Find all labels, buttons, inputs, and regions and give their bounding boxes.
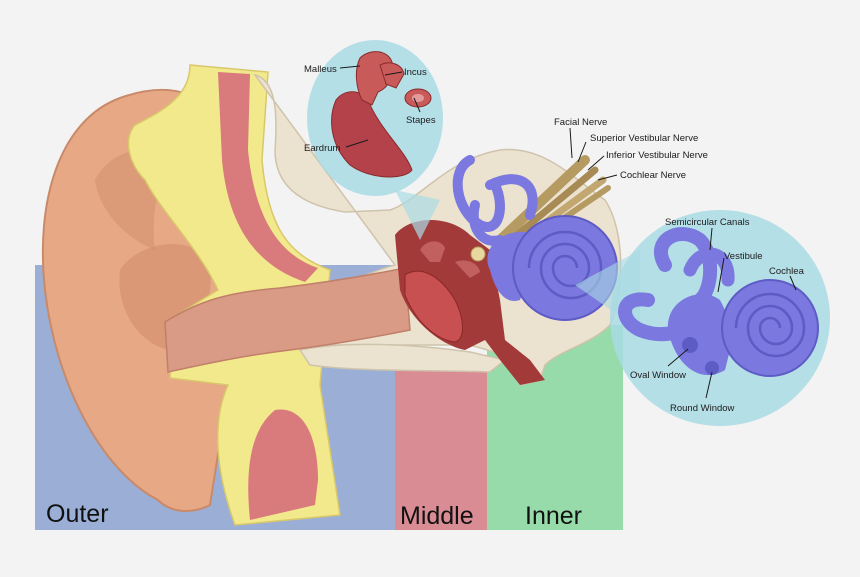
label-oval-window: Oval Window: [630, 370, 686, 381]
region-label-inner: Inner: [525, 502, 582, 530]
eardrum-shape: [404, 270, 463, 343]
label-facial-nerve: Facial Nerve: [554, 117, 607, 128]
oval-window-marker: [682, 337, 698, 353]
soft-tissue: [218, 72, 318, 282]
ossicles-zoom: [331, 51, 432, 178]
label-eardrum: Eardrum: [304, 143, 341, 154]
stapes-oval: [470, 246, 486, 262]
label-inferior-vestibular-nerve: Inferior Vestibular Nerve: [606, 150, 708, 161]
label-cochlear-nerve: Cochlear Nerve: [620, 170, 686, 181]
temporal-bone-lower: [298, 343, 507, 373]
ossicle-malleus: [420, 241, 445, 262]
label-cochlea: Cochlea: [769, 266, 805, 277]
region-label-outer: Outer: [46, 500, 109, 528]
region-label-middle: Middle: [400, 502, 474, 530]
lobule-tissue: [248, 409, 318, 520]
label-malleus: Malleus: [304, 64, 337, 75]
label-stapes: Stapes: [406, 115, 436, 126]
labyrinth-zoom: [618, 227, 819, 377]
round-window-marker: [705, 361, 719, 375]
label-superior-vestibular-nerve: Superior Vestibular Nerve: [590, 133, 698, 144]
label-semicircular-canals: Semicircular Canals: [665, 217, 750, 228]
label-vestibule: Vestibule: [724, 251, 763, 262]
middle-region: [395, 355, 487, 530]
label-incus: Incus: [404, 67, 427, 78]
ossicle-incus: [455, 260, 480, 278]
ossicle-callout-pointer: [395, 190, 440, 240]
label-round-window: Round Window: [670, 403, 735, 414]
leader-lines: [339, 65, 797, 399]
ear-canal: [164, 267, 411, 373]
